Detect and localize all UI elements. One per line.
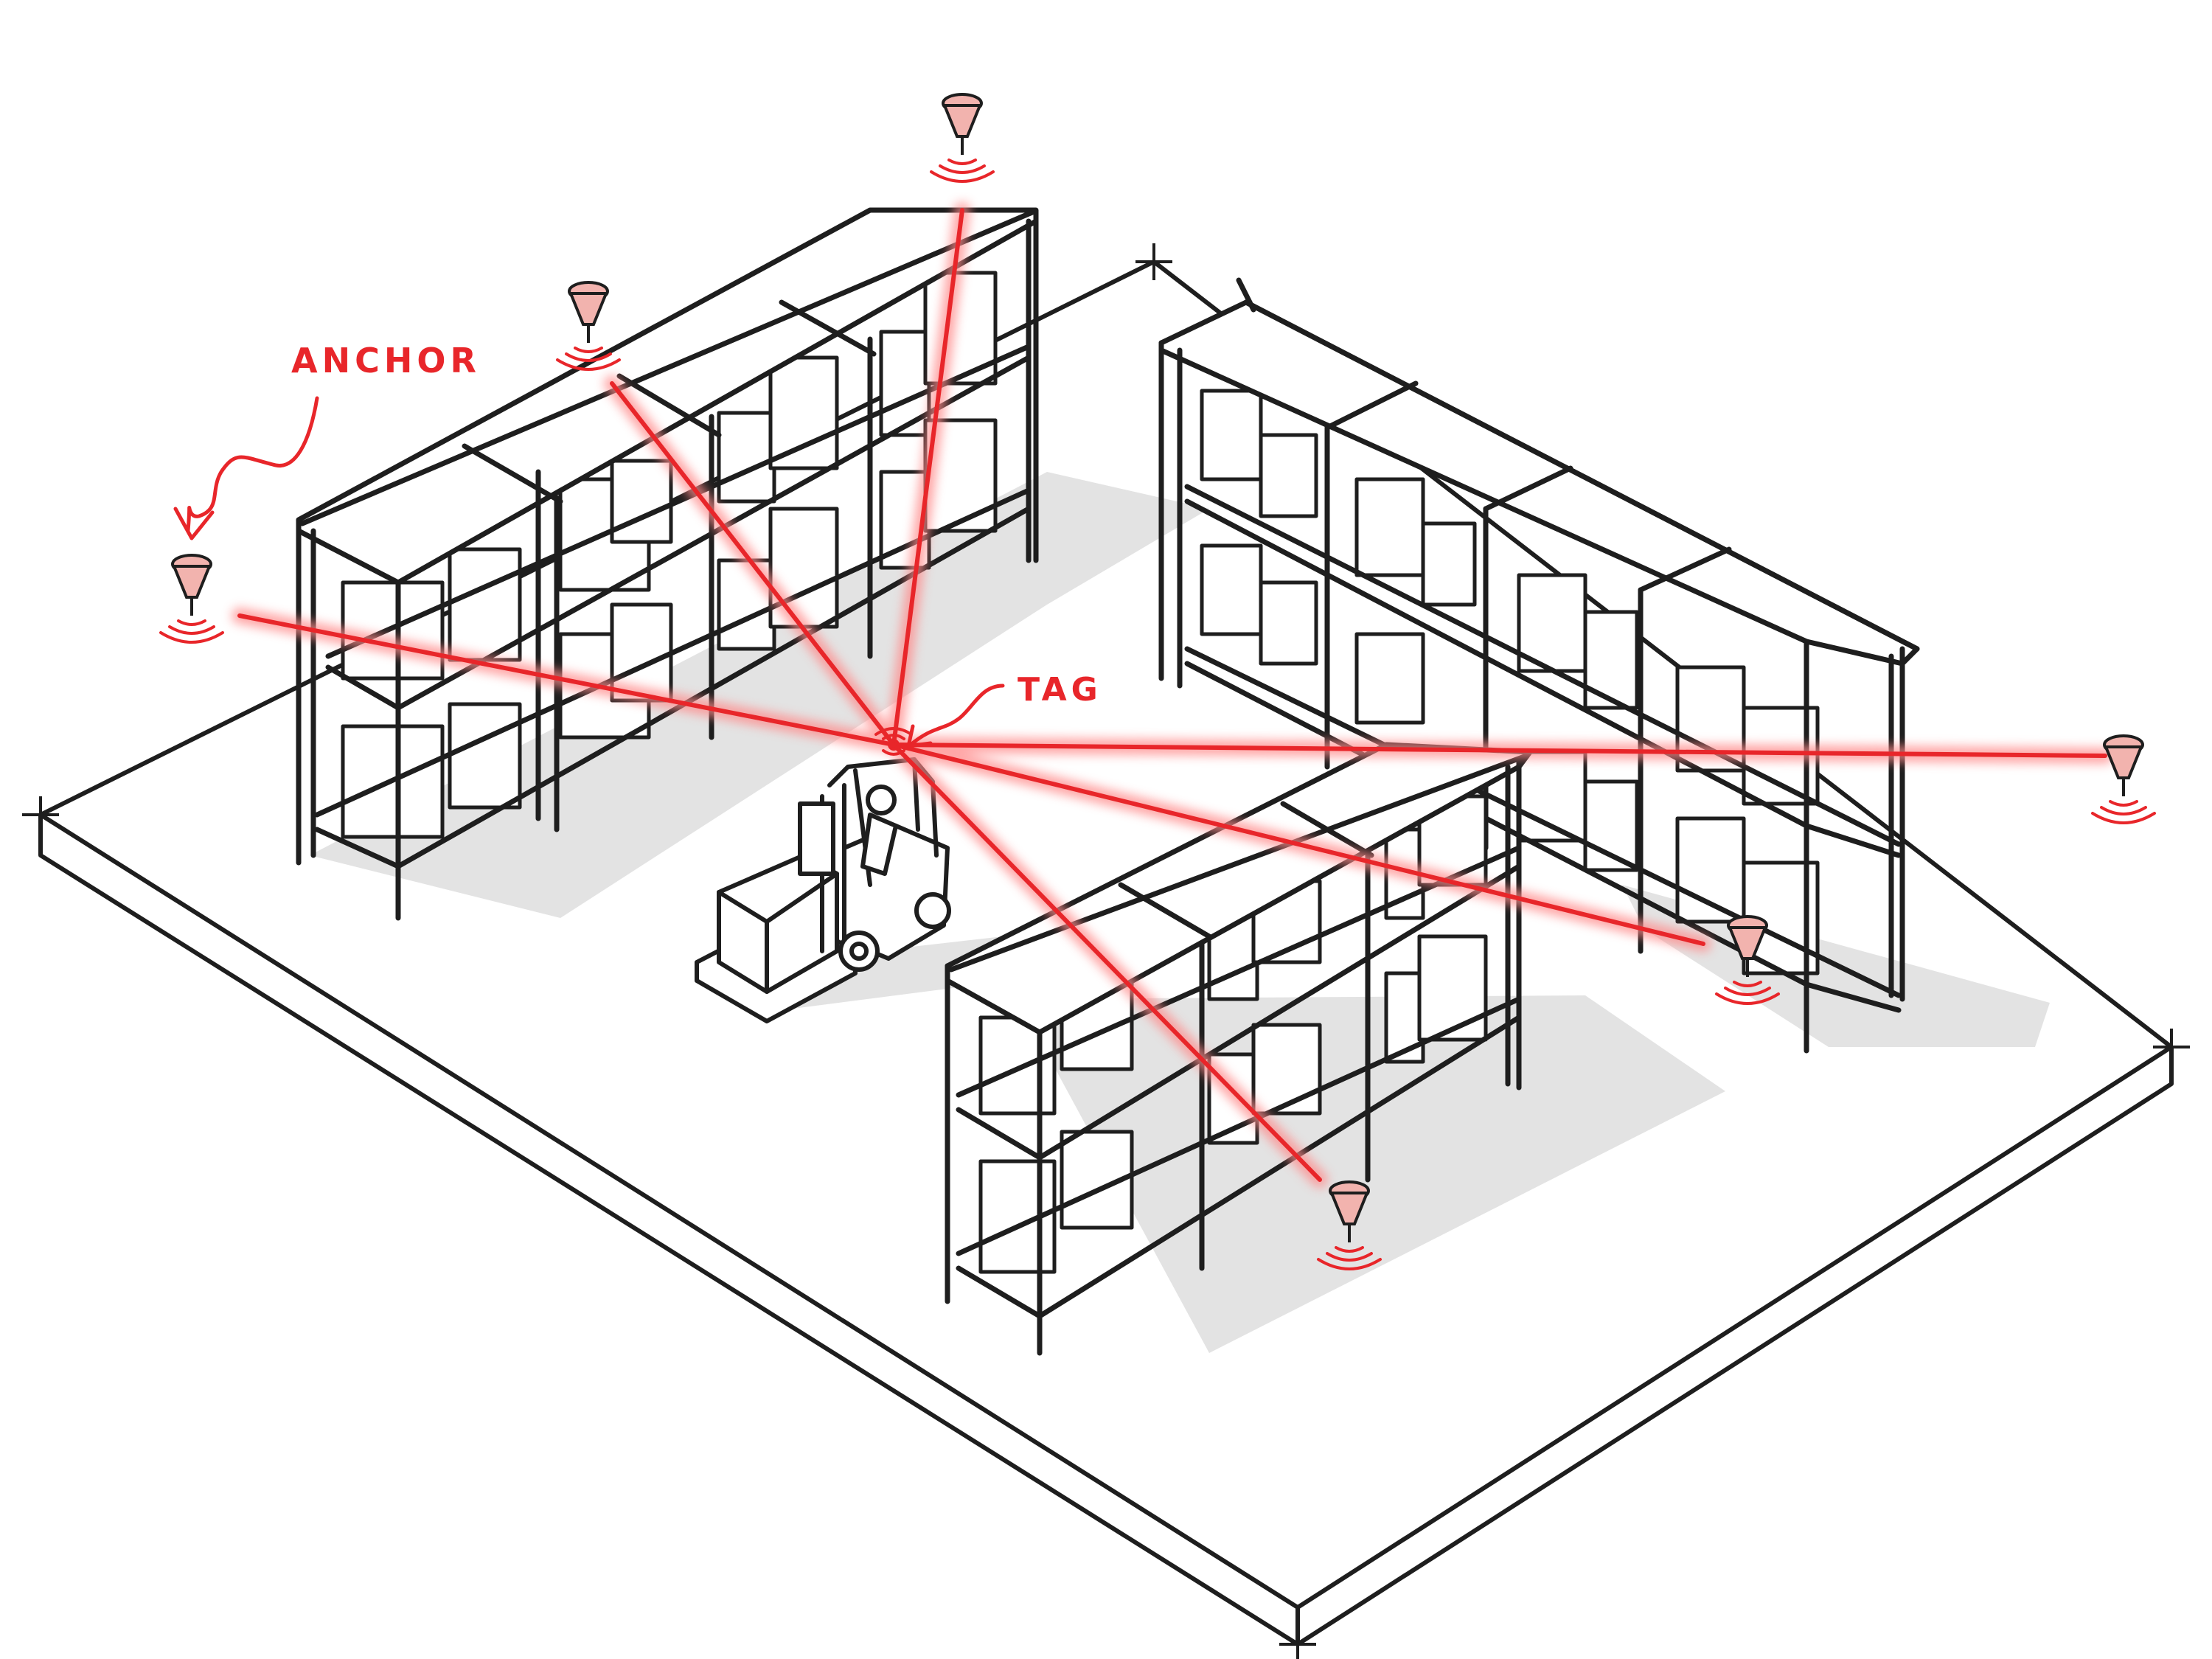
radio-waves-icon	[159, 619, 224, 644]
beam-to-top-anchor	[891, 208, 964, 747]
anchor-pointer-arrow	[186, 396, 319, 533]
back-right-shelving-unit	[1158, 277, 1920, 1054]
radio-waves-icon	[556, 347, 621, 371]
uwb-tag-icon	[874, 727, 913, 756]
tag-pointer-arrow	[908, 684, 1005, 747]
front-shelving-unit	[945, 742, 1533, 1356]
uwb-anchor-icon	[1317, 1180, 1382, 1270]
radio-waves-icon	[930, 159, 995, 183]
tag-label: TAG	[1018, 671, 1102, 709]
beam-to-shelf-anchor	[610, 381, 896, 747]
radio-waves-icon	[1715, 981, 1780, 1005]
uwb-anchor-icon	[159, 554, 224, 644]
uwb-anchor-icon	[556, 281, 621, 371]
tag-callout: TAG	[906, 671, 1102, 748]
uwb-anchor-icon	[930, 93, 995, 183]
beam-to-back-shelf-anchor	[891, 742, 1705, 946]
signal-beams	[232, 202, 2113, 1188]
radio-waves-icon	[2091, 800, 2156, 824]
beam-to-right-anchor	[891, 742, 2107, 758]
anchor-callout: ANCHOR	[173, 341, 481, 540]
forklift	[695, 757, 951, 1023]
uwb-anchor-icon	[1715, 915, 1780, 1005]
back-right-shelf-boxes	[1200, 389, 1820, 975]
beam-to-left-anchor	[237, 613, 896, 747]
left-shelving-unit	[296, 207, 1039, 921]
radio-waves-icon	[1317, 1246, 1382, 1270]
uwb-anchor-icon	[2091, 734, 2156, 824]
anchors	[159, 93, 2156, 1270]
beam-to-front-anchor	[891, 742, 1322, 1182]
anchor-label: ANCHOR	[291, 341, 481, 380]
